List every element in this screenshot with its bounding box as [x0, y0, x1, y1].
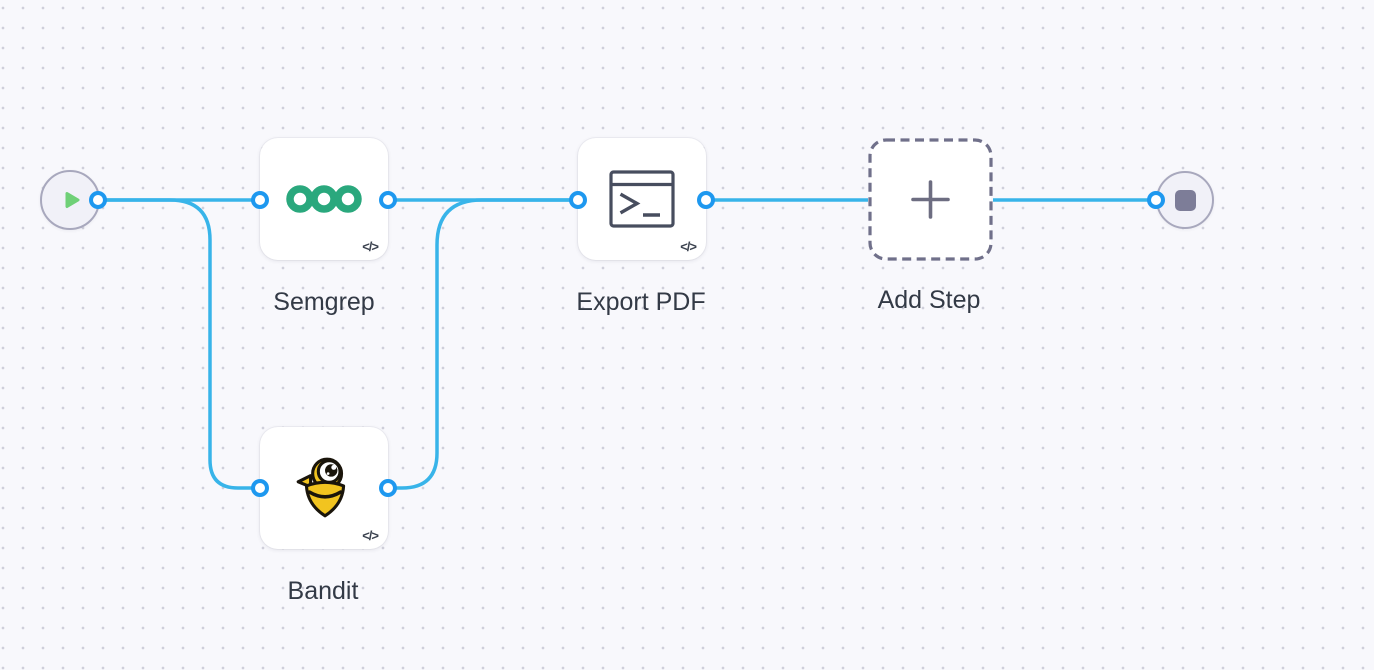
bandit-logo-icon [296, 457, 346, 518]
handle-start-source[interactable] [89, 191, 107, 209]
node-label-export-pdf: Export PDF [576, 288, 706, 316]
edge-start-to-bandit[interactable] [98, 198, 260, 490]
stop-icon [1174, 189, 1196, 211]
handle-bandit-target[interactable] [251, 479, 269, 497]
code-action-icon: </> [362, 239, 379, 254]
plus-icon [911, 180, 950, 219]
handle-bandit-source[interactable] [379, 479, 397, 497]
node-label-semgrep: Semgrep [273, 288, 375, 316]
node-export-pdf[interactable]: </> [578, 138, 706, 260]
terminal-icon [609, 170, 675, 228]
play-icon [65, 192, 80, 208]
node-bandit[interactable]: </> [260, 427, 388, 549]
node-label-bandit: Bandit [287, 577, 359, 605]
node-label-add-step: Add Step [877, 286, 981, 314]
semgrep-logo-icon [286, 185, 362, 213]
handle-end-target[interactable] [1147, 191, 1165, 209]
handle-semgrep-target[interactable] [251, 191, 269, 209]
handle-semgrep-source[interactable] [379, 191, 397, 209]
code-action-icon: </> [680, 239, 697, 254]
handle-export-pdf-source[interactable] [697, 191, 715, 209]
edge-bandit-to-export-pdf[interactable] [388, 198, 578, 490]
node-semgrep[interactable]: </> [260, 138, 388, 260]
code-action-icon: </> [362, 528, 379, 543]
handle-export-pdf-target[interactable] [569, 191, 587, 209]
bandit-bandana [304, 480, 346, 518]
dashed-border [868, 138, 993, 261]
node-add-step[interactable] [868, 138, 993, 261]
